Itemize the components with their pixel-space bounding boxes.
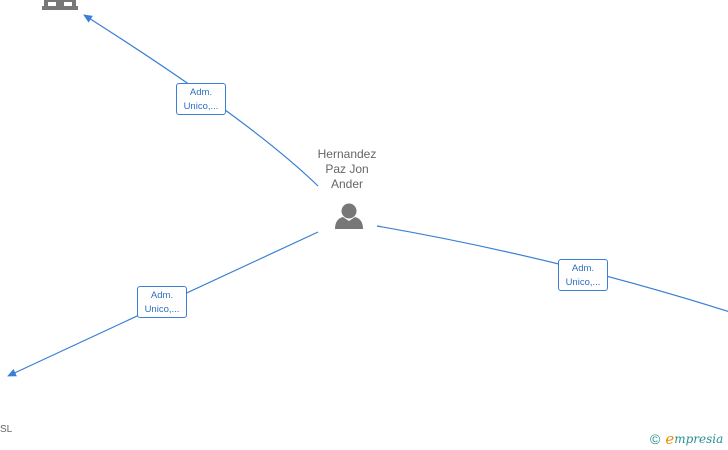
edge-label-bottom-left[interactable]: Adm. Unico,... <box>137 286 187 318</box>
person-name-label[interactable]: Hernandez Paz Jon Ander <box>297 147 397 192</box>
company-label-bottom-left[interactable]: SL <box>0 424 13 435</box>
edge-role: Adm. <box>189 87 213 98</box>
edge-role-detail: Unico,... <box>144 304 180 315</box>
brand-logo: © e mpresia <box>650 430 723 448</box>
edge-role: Adm. <box>150 290 174 301</box>
edge-role-detail: Unico,... <box>565 277 601 288</box>
brand-name: mpresia <box>674 432 724 446</box>
edge-label-right[interactable]: Adm. Unico,... <box>558 259 608 291</box>
person-icon[interactable] <box>335 203 363 230</box>
edge-label-top-left[interactable]: Adm. Unico,... <box>176 83 226 115</box>
copyright-icon: © <box>650 431 661 447</box>
person-name-line: Hernandez <box>317 147 377 161</box>
person-name-line: Ander <box>330 177 364 191</box>
brand-initial: e <box>665 430 675 448</box>
building-icon[interactable] <box>42 0 78 10</box>
edge-role: Adm. <box>571 263 595 274</box>
person-name-line: Paz Jon <box>325 162 369 176</box>
edge-role-detail: Unico,... <box>183 101 219 112</box>
edge-line-right <box>376 225 728 313</box>
